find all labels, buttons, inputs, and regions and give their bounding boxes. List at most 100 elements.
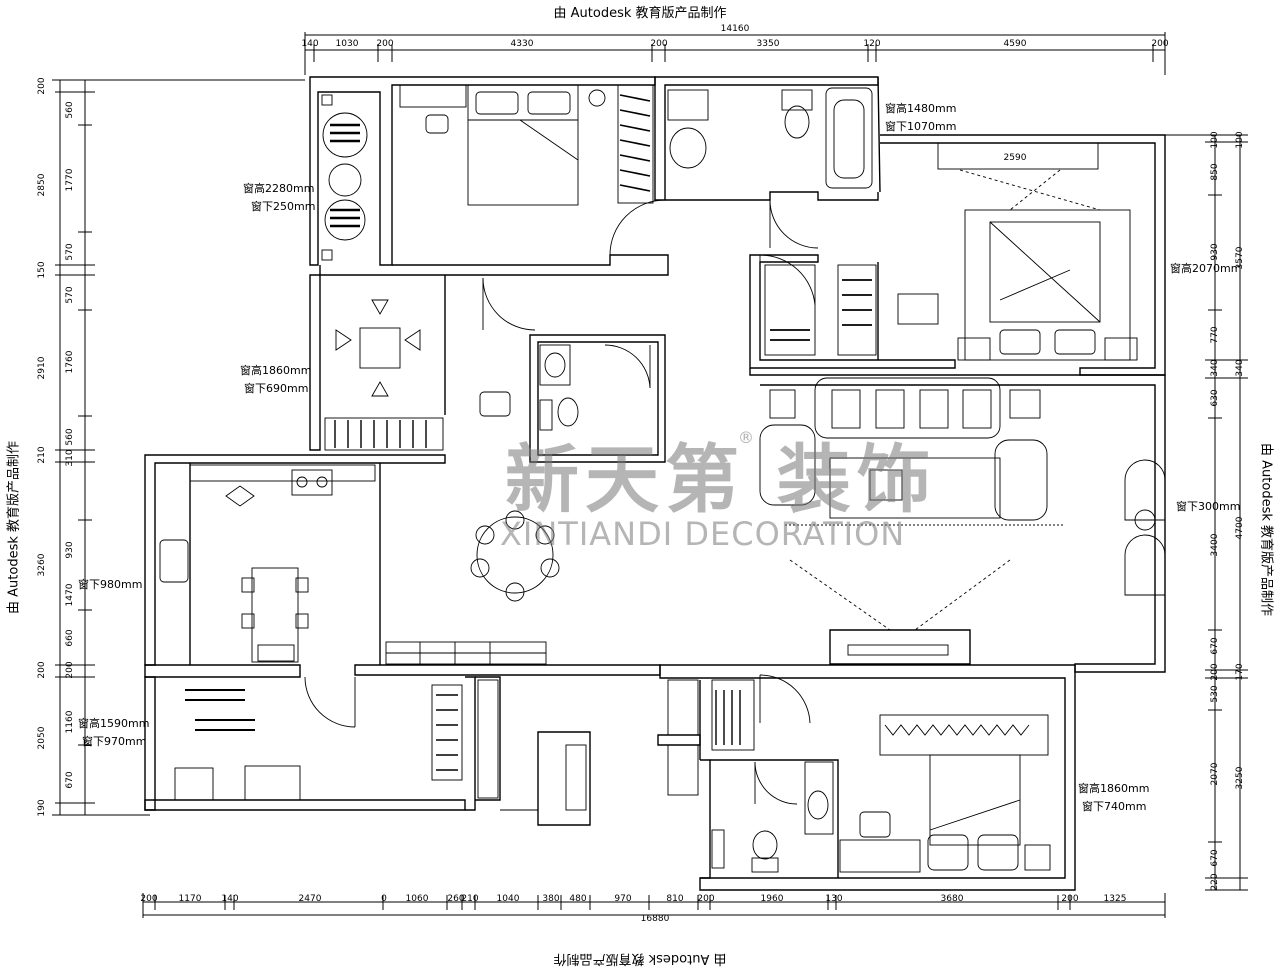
dimension-right-inner: 220 — [1210, 873, 1220, 891]
dimension-right-inner: 670 — [1210, 849, 1220, 867]
dimension-top: 200 — [376, 39, 394, 49]
furniture — [159, 84, 1166, 873]
watermark-top: 由 Autodesk 教育版产品制作 — [553, 6, 727, 21]
dimension-right-inner: 3400 — [1210, 533, 1220, 557]
dimension-bottom: 1170 — [178, 894, 202, 904]
dimension-bottom: 3680 — [940, 894, 964, 904]
dimension-left-outer: 2050 — [37, 726, 47, 750]
dimension-right-outer: 4700 — [1235, 516, 1245, 540]
dimension-bottom: 200 — [697, 894, 715, 904]
dimension-right-inner: 530 — [1210, 685, 1220, 703]
dimension-bottom: 970 — [614, 894, 632, 904]
dimension-top: 120 — [863, 39, 881, 49]
dimension-left-outer: 200 — [37, 661, 47, 679]
dimension-bottom: 1960 — [760, 894, 784, 904]
logo-english: XINTIANDI DECORATION — [500, 515, 906, 553]
dimension-left-inner: 930 — [65, 541, 75, 559]
window-height-label: 窗高1480mm — [885, 102, 957, 115]
dimension-right-inner: 770 — [1210, 326, 1220, 344]
window-height-label: 窗高1590mm — [78, 717, 150, 730]
dimension-right-inner: 200 — [1210, 663, 1220, 681]
dimension-bottom: 1325 — [1103, 894, 1127, 904]
window-note-5: 窗下300mm — [1176, 498, 1240, 516]
dimension-left-outer: 190 — [37, 799, 47, 817]
window-note-6: 窗下980mm — [78, 576, 142, 594]
right-dimension-line — [1165, 134, 1248, 891]
dimension-bottom: 480 — [569, 894, 587, 904]
window-sill-label: 窗下690mm — [244, 382, 309, 395]
dimension-top: 1030 — [335, 39, 359, 49]
dimension-right-inner: 340 — [1210, 359, 1220, 377]
dimension-right-outer: 340 — [1235, 359, 1245, 377]
window-note-8: 窗高1860mm 窗下740mm — [1078, 780, 1149, 816]
window-height-label: 窗高2070mm — [1170, 262, 1242, 275]
dimension-top: 4330 — [510, 39, 534, 49]
window-sill-label: 窗下980mm — [78, 578, 143, 591]
window-height-label: 窗高1860mm — [240, 364, 312, 377]
dimension-left-inner: 670 — [65, 771, 75, 789]
bottom-dimension-line — [142, 893, 1166, 918]
dimension-left-outer: 2910 — [37, 356, 47, 380]
watermark-right: 由 Autodesk 教育版产品制作 — [1258, 443, 1274, 616]
dimension-right-inner: 100 — [1210, 131, 1220, 149]
dimension-right-inner: 2070 — [1210, 762, 1220, 786]
window-sill-label: 窗下970mm — [82, 735, 147, 748]
logo-chinese: 新天第 装饰 — [505, 437, 937, 523]
dimension-left-inner: 200 — [65, 661, 75, 679]
dimension-bottom: 1060 — [405, 894, 429, 904]
dimension-left-outer: 3260 — [37, 553, 47, 577]
dimension-top: 4590 — [1003, 39, 1027, 49]
left-dimension-line — [52, 79, 305, 816]
dimension-top: 3350 — [756, 39, 780, 49]
doors — [304, 199, 819, 811]
window-note-2: 窗高1480mm 窗下1070mm — [885, 100, 956, 136]
window-sill-label: 窗下1070mm — [885, 120, 957, 133]
window-height-label: 窗高1860mm — [1078, 782, 1150, 795]
watermark-left: 由 Autodesk 教育版产品制作 — [6, 441, 22, 614]
dimension-left-outer: 150 — [37, 261, 47, 279]
dimension-right-outer: 100 — [1235, 131, 1245, 149]
dimension-top: 200 — [1151, 39, 1169, 49]
dimension-left-inner: 560 — [65, 428, 75, 446]
dimension-left-inner: 310 — [65, 449, 75, 467]
watermark-bottom: 由 Autodesk 教育版产品制作 — [553, 951, 727, 966]
dimension-bottom: 1040 — [496, 894, 520, 904]
dimension-bottom: 140 — [221, 894, 239, 904]
dimension-right-outer: 170 — [1235, 663, 1245, 681]
dimension-top: 140 — [301, 39, 319, 49]
dimension-total-top: 14160 — [720, 24, 750, 34]
dimension-left-inner: 560 — [65, 101, 75, 119]
dimension-left-inner: 570 — [65, 286, 75, 304]
window-sill-label: 窗下740mm — [1082, 800, 1147, 813]
dimension-left-inner: 1760 — [65, 350, 75, 374]
dimension-left-inner: 1770 — [65, 168, 75, 192]
logo-registered-mark: ® — [738, 428, 754, 447]
dimension-bed-width: 2590 — [1003, 153, 1027, 163]
dimension-right-inner: 930 — [1210, 243, 1220, 261]
dimension-bottom: 2470 — [298, 894, 322, 904]
dimension-left-inner: 1470 — [65, 583, 75, 607]
dimension-bottom: 130 — [825, 894, 843, 904]
window-note-3: 窗高2070mm — [1170, 260, 1241, 278]
window-sill-label: 窗下250mm — [251, 200, 316, 213]
dimension-left-outer: 2850 — [37, 173, 47, 197]
dimension-left-outer: 210 — [37, 446, 47, 464]
dimension-right-inner: 670 — [1210, 637, 1220, 655]
dimension-bottom: 200 — [140, 894, 158, 904]
dimension-bottom: 200 — [1061, 894, 1079, 904]
window-height-label: 窗高2280mm — [243, 182, 315, 195]
dimension-bottom: 810 — [666, 894, 684, 904]
dimension-bottom: 260 — [447, 894, 465, 904]
dimension-left-inner: 660 — [65, 629, 75, 647]
dimension-top: 200 — [650, 39, 668, 49]
dimension-bottom: 210 — [461, 894, 479, 904]
dimension-right-inner: 630 — [1210, 389, 1220, 407]
dimension-left-inner: 1160 — [65, 710, 75, 734]
window-note-1: 窗高2280mm 窗下250mm — [243, 180, 315, 216]
window-sill-label: 窗下300mm — [1176, 500, 1241, 513]
window-note-7: 窗高1590mm 窗下970mm — [78, 715, 149, 751]
dimension-bottom: 0 — [381, 894, 387, 904]
dimension-right-outer: 3250 — [1235, 766, 1245, 790]
dimension-left-inner: 570 — [65, 243, 75, 261]
